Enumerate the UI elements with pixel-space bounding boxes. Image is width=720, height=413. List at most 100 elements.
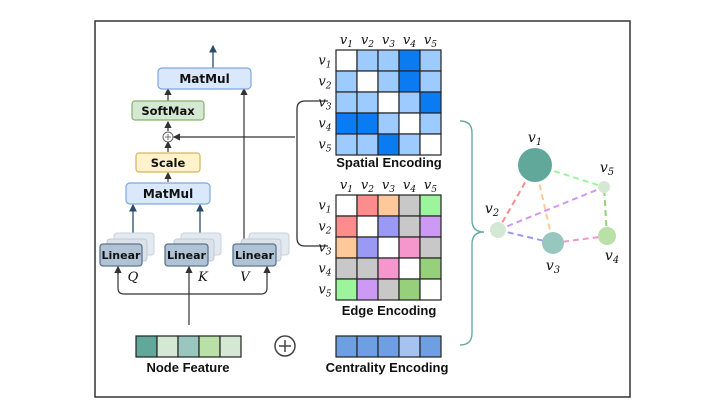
matrix-cell xyxy=(335,70,358,93)
matrix-cell xyxy=(398,236,421,259)
q-label: Q xyxy=(128,270,139,285)
matrix-cell xyxy=(419,257,442,280)
matrix-cell xyxy=(419,91,442,114)
curly-brace xyxy=(459,120,485,346)
k-label: K xyxy=(197,270,209,285)
graph-view: v1 v2 v3 v4 v5 xyxy=(485,130,619,276)
linear-k-stack: Linear xyxy=(164,232,222,267)
matrix-cell xyxy=(377,215,400,238)
scale-box xyxy=(135,152,201,173)
vector-cell xyxy=(156,335,179,358)
matrix-cell xyxy=(377,257,400,280)
matrix-cell xyxy=(335,257,358,280)
col-label: v2 xyxy=(361,33,374,50)
col-label: v4 xyxy=(403,33,416,50)
scale-label: Scale xyxy=(151,156,186,170)
linear-v-stack: Linear xyxy=(232,232,290,267)
matrix-cell xyxy=(377,236,400,259)
col-label: v4 xyxy=(403,178,416,195)
matrix-cell xyxy=(377,49,400,72)
col-label: v5 xyxy=(424,178,437,195)
matrix-cell xyxy=(356,278,379,301)
bias-bracket xyxy=(296,100,328,247)
vector-cell xyxy=(135,335,158,358)
vector-cell xyxy=(335,335,358,358)
matrix-cell xyxy=(335,236,358,259)
matrix-cell xyxy=(398,194,421,217)
graph-node-label: v2 xyxy=(485,201,499,219)
linear-q-label: Linear xyxy=(102,249,141,262)
matrix-cell xyxy=(356,194,379,217)
col-label: v3 xyxy=(382,178,395,195)
matrix-cell xyxy=(377,194,400,217)
centrality-encoding-caption: Centrality Encoding xyxy=(326,360,449,375)
matrix-cell xyxy=(419,112,442,135)
row-label: v3 xyxy=(318,241,331,258)
col-label: v3 xyxy=(382,33,395,50)
matmul-bottom-label: MatMul xyxy=(143,187,193,201)
matrix-cell xyxy=(356,49,379,72)
matrix-cell xyxy=(356,112,379,135)
matmul-top-box xyxy=(157,67,252,90)
matrix-cell xyxy=(335,278,358,301)
row-label: v5 xyxy=(318,283,331,300)
matrix-cell xyxy=(356,257,379,280)
v-label: V xyxy=(240,270,251,285)
matrix-cell xyxy=(335,91,358,114)
node-feature-vector xyxy=(135,335,242,358)
matrix-cell xyxy=(419,70,442,93)
graph-node-label: v1 xyxy=(528,130,542,148)
graph-node-label: v5 xyxy=(600,160,614,178)
row-label: v4 xyxy=(318,117,331,134)
row-label: v4 xyxy=(318,262,331,279)
matrix-cell xyxy=(398,257,421,280)
col-label: v5 xyxy=(424,33,437,50)
col-label: v1 xyxy=(340,33,353,50)
vector-cell xyxy=(219,335,242,358)
input-bus xyxy=(117,267,268,295)
col-label: v1 xyxy=(340,178,353,195)
vector-cell xyxy=(377,335,400,358)
row-label: v2 xyxy=(318,75,331,92)
softmax-label: SoftMax xyxy=(141,104,195,118)
matrix-cell xyxy=(398,133,421,156)
graph-edge xyxy=(497,186,605,231)
row-label: v1 xyxy=(318,54,331,71)
row-label: v5 xyxy=(318,138,331,155)
outer-frame xyxy=(94,20,631,398)
matmul-bottom-box xyxy=(125,182,211,205)
matrix-cell xyxy=(377,70,400,93)
matrix-cell xyxy=(356,215,379,238)
matrix-cell xyxy=(398,215,421,238)
vector-cell xyxy=(198,335,221,358)
graph-node-v4 xyxy=(598,227,616,245)
graph-node-label: v3 xyxy=(546,258,560,276)
matrix-cell xyxy=(398,278,421,301)
matrix-cell xyxy=(377,91,400,114)
edge-encoding-caption: Edge Encoding xyxy=(342,303,437,318)
graph-edge xyxy=(603,186,608,237)
matrix-cell xyxy=(377,112,400,135)
matrix-cell xyxy=(419,215,442,238)
spatial-encoding-matrix: v1 v2 v3 v4 v5 v1 v2 v3 v4 v5 xyxy=(318,33,442,156)
matrix-cell xyxy=(398,70,421,93)
graph-node-v5 xyxy=(598,181,610,193)
row-label: v3 xyxy=(318,96,331,113)
row-label: v1 xyxy=(318,199,331,216)
node-feature-caption: Node Feature xyxy=(146,360,229,375)
vector-cell xyxy=(398,335,421,358)
matrix-cell xyxy=(419,133,442,156)
graph-node-label: v4 xyxy=(605,248,619,266)
matrix-cell xyxy=(335,112,358,135)
softmax-box xyxy=(131,100,205,121)
col-label: v2 xyxy=(361,178,374,195)
matrix-cell xyxy=(398,112,421,135)
matrix-cell xyxy=(356,70,379,93)
matrix-cell xyxy=(335,49,358,72)
matrix-cell xyxy=(335,215,358,238)
matrix-cell xyxy=(356,91,379,114)
plus-icon xyxy=(274,335,296,357)
matrix-cell xyxy=(398,49,421,72)
